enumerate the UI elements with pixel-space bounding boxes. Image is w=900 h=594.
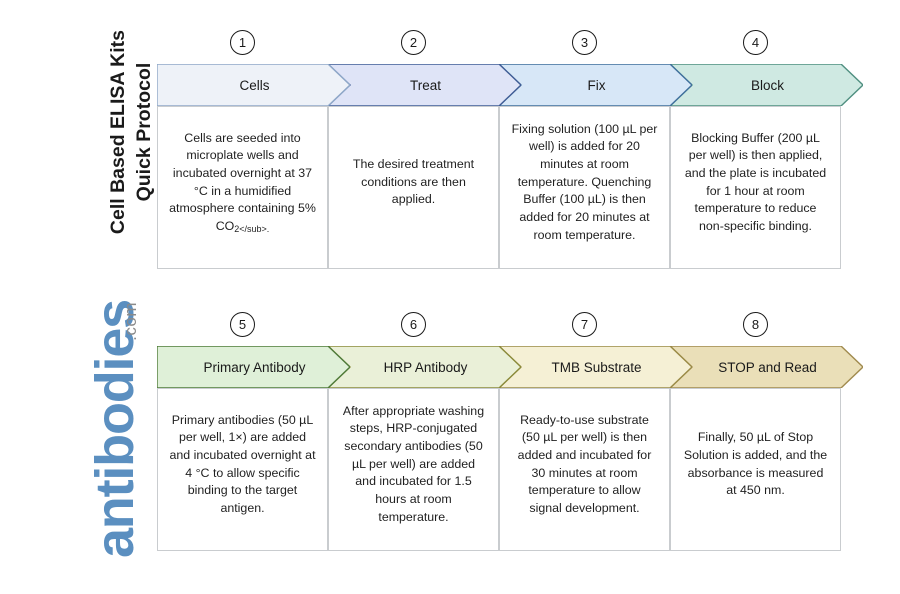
step-header-label: STOP and Read	[718, 359, 817, 375]
step-description-cell: Blocking Buffer (200 µL per well) is the…	[670, 106, 841, 269]
step-description-cell: Finally, 50 µL of Stop Solution is added…	[670, 388, 841, 551]
step-description-text: The desired treatment conditions are the…	[352, 157, 475, 207]
step-header-chevron[interactable]: Treat	[328, 64, 521, 106]
step-description-text: Fixing solution (100 µL per well) is add…	[511, 121, 658, 242]
protocol-title-block: Cell Based ELISA Kits Quick Protocol	[58, 30, 155, 280]
step-description-cell: Primary antibodies (50 µL per well, 1×) …	[157, 388, 328, 551]
step-description-cell: Fixing solution (100 µL per well) is add…	[499, 106, 670, 269]
chevron-shape	[499, 346, 692, 388]
chevron-shape	[328, 346, 521, 388]
chevron-shape	[328, 64, 521, 106]
step-header-chevron[interactable]: Primary Antibody	[157, 346, 350, 388]
protocol-row-1: 1 2 3 4 Cells Treat Fix Block Cells are seeded…	[157, 30, 863, 269]
step-header-label: Fix	[587, 77, 606, 93]
step-description-text: Blocking Buffer (200 µL per well) is the…	[684, 130, 827, 233]
step-header-strip-1: Cells Treat Fix Block	[157, 64, 863, 106]
page-title-line-2: Quick Protocol	[132, 62, 155, 202]
step-number-badge: 3	[572, 30, 597, 55]
chevron-shape	[157, 346, 350, 388]
step-number-badge: 7	[572, 312, 597, 337]
step-number-badge: 8	[743, 312, 768, 337]
step-header-chevron[interactable]: Cells	[157, 64, 350, 106]
step-badge-strip-1: 1 2 3 4	[157, 30, 841, 64]
step-description-cell: The desired treatment conditions are the…	[328, 106, 499, 269]
step-description-cell: Ready-to-use substrate (50 µL per well) …	[499, 388, 670, 551]
step-number-badge: 5	[230, 312, 255, 337]
step-header-label: Block	[750, 77, 784, 93]
step-header-chevron[interactable]: Fix	[499, 64, 692, 106]
chevron-shape	[670, 64, 863, 106]
step-description-text: Ready-to-use substrate (50 µL per well) …	[517, 412, 652, 515]
step-header-label: HRP Antibody	[383, 359, 468, 375]
step-badge-strip-2: 5 6 7 8	[157, 312, 841, 346]
step-header-label: Treat	[409, 77, 441, 93]
step-description-text: Finally, 50 µL of Stop Solution is added…	[683, 430, 828, 498]
step-number-badge: 1	[230, 30, 255, 55]
step-header-chevron[interactable]: HRP Antibody	[328, 346, 521, 388]
step-header-strip-2: Primary Antibody HRP Antibody TMB Substrat…	[157, 346, 863, 388]
page-title-line-1: Cell Based ELISA Kits	[107, 30, 129, 235]
step-body-strip-2: Primary antibodies (50 µL per well, 1×) …	[157, 388, 841, 551]
step-description-text: Cells are seeded into microplate wells a…	[169, 130, 316, 234]
brand-logo: antibodies .com	[14, 300, 145, 580]
step-description-cell: Cells are seeded into microplate wells a…	[157, 106, 328, 269]
step-number-badge: 4	[743, 30, 768, 55]
step-number-badge: 6	[401, 312, 426, 337]
step-description-text: After appropriate washing steps, HRP-con…	[342, 403, 485, 524]
step-body-strip-1: Cells are seeded into microplate wells a…	[157, 106, 841, 269]
step-header-chevron[interactable]: TMB Substrate	[499, 346, 692, 388]
step-header-label: TMB Substrate	[551, 359, 642, 375]
step-header-label: Primary Antibody	[203, 359, 306, 375]
step-header-chevron[interactable]: STOP and Read	[670, 346, 863, 388]
logo-tld: .com	[121, 302, 140, 341]
step-description-text: Primary antibodies (50 µL per well, 1×) …	[169, 412, 316, 515]
protocol-row-2: 5 6 7 8 Primary Antibody HRP Antibody TMB Sub…	[157, 312, 863, 551]
step-header-label: Cells	[239, 77, 270, 93]
chevron-shape	[157, 64, 350, 106]
page-title: Cell Based ELISA Kits Quick Protocol	[106, 30, 157, 234]
chevron-shape	[670, 346, 863, 388]
step-number-badge: 2	[401, 30, 426, 55]
chevron-shape	[499, 64, 692, 106]
step-description-cell: After appropriate washing steps, HRP-con…	[328, 388, 499, 551]
step-header-chevron[interactable]: Block	[670, 64, 863, 106]
